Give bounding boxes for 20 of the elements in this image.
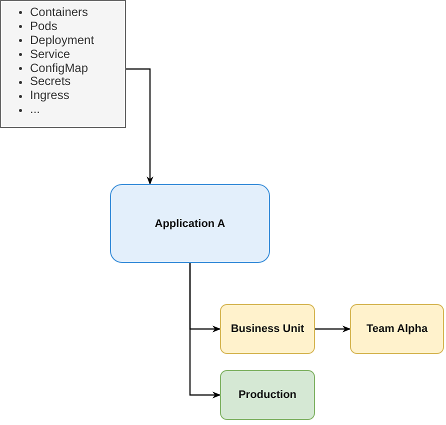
connector-arrow [126,68,154,185]
connector-arrow [189,263,221,398]
process-box [220,370,315,420]
box-label: Business Unit [230,323,304,335]
list-panel [0,0,126,128]
box-label: Team Alpha [366,323,428,335]
list-item: ... [30,103,40,118]
process-box [110,184,270,263]
list-item: Ingress [30,89,70,104]
process-box [220,304,315,354]
list-item: Containers [30,6,88,20]
list-item: Secrets [30,75,71,90]
box-label: Production [238,389,297,401]
list-item: ConfigMap [30,62,88,76]
list-item: Service [30,48,70,62]
process-box [350,304,444,354]
connector-arrow [315,326,351,332]
list-item: Deployment [30,34,94,48]
box-label: Application A [154,218,226,230]
list-item: Pods [30,20,58,34]
